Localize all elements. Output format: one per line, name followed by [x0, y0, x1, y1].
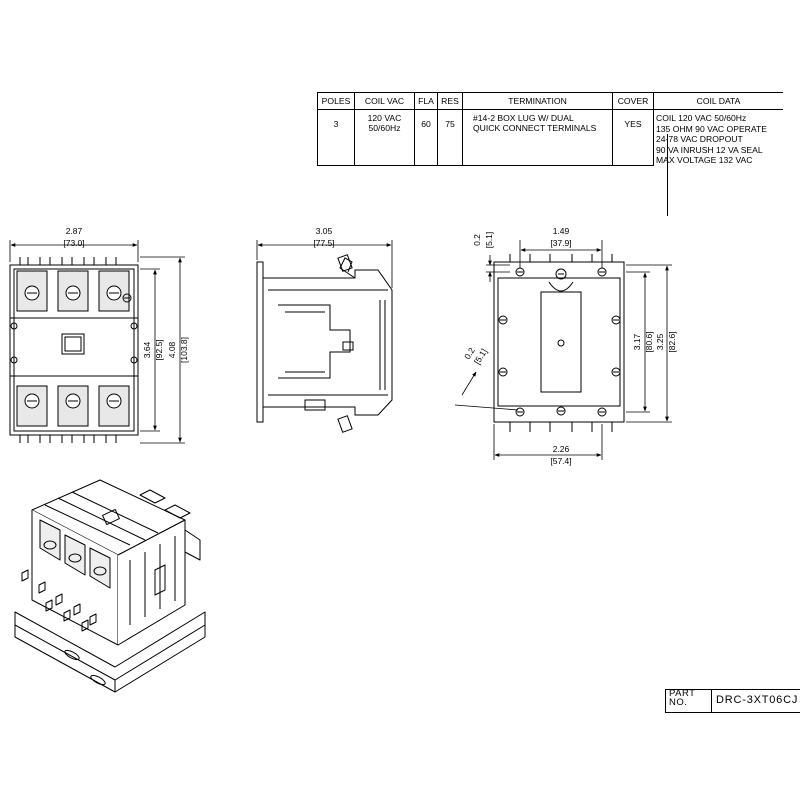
isometric-view — [14, 479, 206, 693]
front-height-outer-mm: [103.8] — [179, 337, 189, 363]
back-top-span-in: 1.49 — [553, 226, 570, 236]
front-height-inner-mm: [92.5] — [154, 339, 164, 360]
cell-termination: #14-2 BOX LUG W/ DUAL QUICK CONNECT TERM… — [462, 108, 613, 167]
spec-data-row: 3 120 VAC 50/60Hz 60 75 #14-2 BOX LUG W/… — [317, 108, 783, 167]
front-width-in: 2.87 — [66, 226, 83, 236]
coil-data-border — [667, 134, 668, 216]
back-height-inner-mm: [80.6] — [644, 331, 654, 352]
front-height-inner-in: 3.64 — [142, 341, 152, 358]
part-number-label: PART NO. — [669, 688, 696, 708]
cell-coil-vac: 120 VAC 50/60Hz — [354, 108, 415, 167]
part-number-value: DRC-3XT06CJ — [716, 694, 799, 706]
side-width-mm: [77.5] — [313, 238, 334, 248]
cell-coil-data: COIL 120 VAC 50/60Hz 135 OHM 90 VAC OPER… — [653, 108, 783, 166]
side-dimensions — [256, 240, 393, 288]
back-bottom-span-mm: [57.4] — [550, 456, 571, 466]
back-bottom-span-in: 2.26 — [553, 444, 570, 454]
cell-poles: 3 — [317, 108, 355, 167]
cell-cover: YES — [612, 108, 654, 167]
back-dimensions — [454, 240, 672, 460]
back-height-inner-in: 3.17 — [632, 333, 642, 350]
part-number-box: PART NO. DRC-3XT06CJ — [665, 689, 800, 713]
front-height-outer-in: 4.08 — [167, 341, 177, 358]
side-view — [256, 254, 393, 433]
back-top-span-mm: [37.9] — [550, 238, 571, 248]
back-top-offset-mm: [5.1] — [484, 232, 494, 249]
back-view — [493, 254, 625, 432]
front-width-mm: [73.0] — [63, 238, 84, 248]
cell-res: 75 — [437, 108, 463, 167]
part-number-divider — [711, 690, 712, 712]
side-width-in: 3.05 — [316, 226, 333, 236]
front-view — [9, 257, 139, 443]
spec-table: POLES COIL VAC FLA RES TERMINATION COVER… — [317, 92, 783, 167]
front-dimensions — [9, 240, 185, 444]
spec-header-row: POLES COIL VAC FLA RES TERMINATION COVER… — [317, 92, 783, 110]
back-height-outer-mm: [82.6] — [667, 331, 677, 352]
back-height-outer-in: 3.25 — [655, 333, 665, 350]
back-top-offset-in: 0.2 — [472, 234, 482, 246]
